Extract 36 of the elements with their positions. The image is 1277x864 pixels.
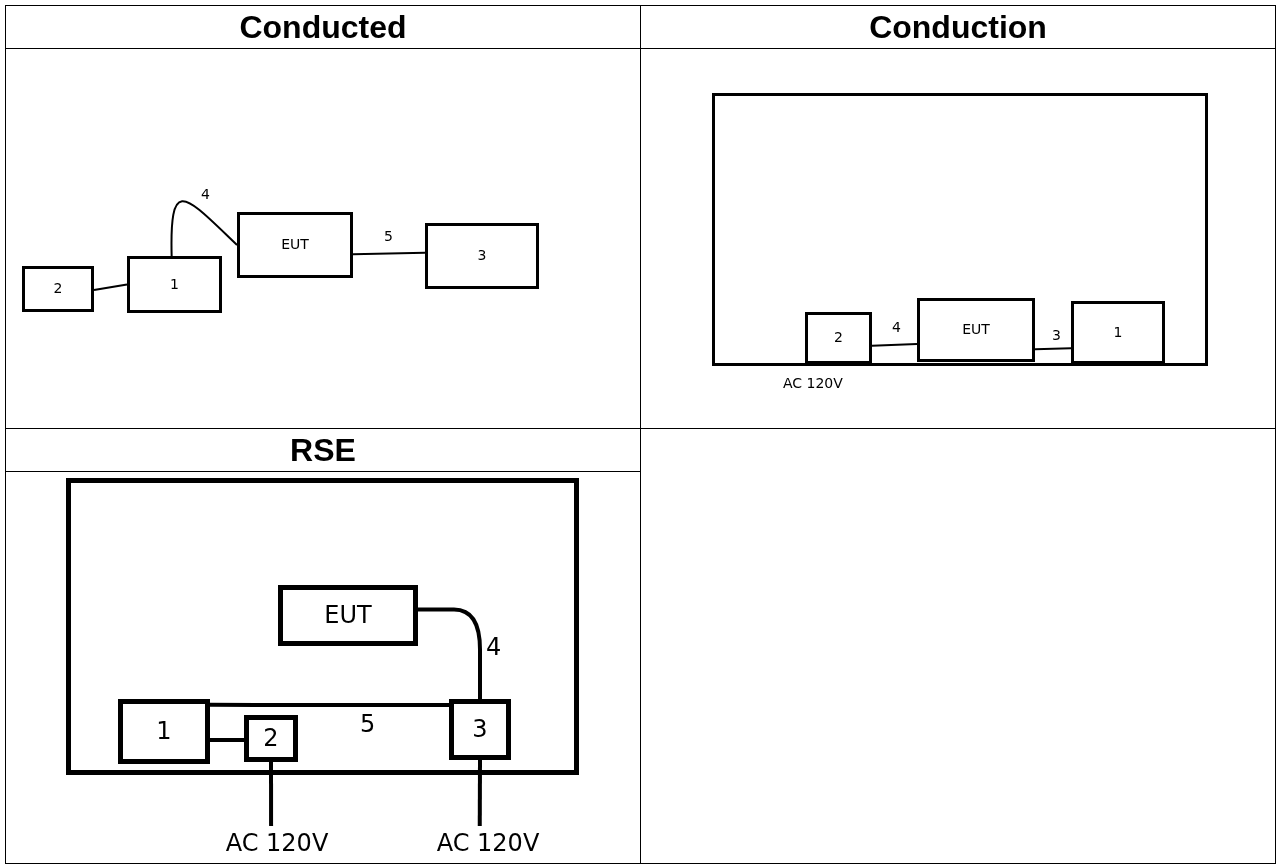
cable-line bbox=[1034, 347, 1072, 351]
equipment-box: 1 bbox=[1071, 301, 1165, 364]
cable-line bbox=[418, 607, 482, 699]
edge-label: 4 bbox=[199, 187, 212, 201]
enclosure-outline bbox=[712, 93, 1208, 366]
setup-panel bbox=[5, 5, 641, 429]
cable-line bbox=[352, 251, 426, 256]
equipment-box: 2 bbox=[805, 312, 872, 364]
edge-label: 3 bbox=[1050, 328, 1063, 342]
edge-label: 5 bbox=[382, 229, 395, 243]
setup-panel bbox=[5, 428, 641, 864]
setup-panel bbox=[640, 5, 1276, 429]
equipment-box: 2 bbox=[244, 715, 298, 762]
power-label: AC 120V bbox=[429, 826, 547, 860]
equipment-box: EUT bbox=[237, 212, 353, 278]
cable-line bbox=[93, 283, 128, 291]
panel-heading: Conduction bbox=[869, 8, 1047, 46]
cable-line bbox=[871, 343, 918, 347]
equipment-box: 1 bbox=[127, 256, 222, 313]
equipment-box: 1 bbox=[118, 699, 210, 764]
cable-line bbox=[210, 737, 244, 742]
panel-heading: Conducted bbox=[239, 8, 407, 46]
equipment-box: EUT bbox=[917, 298, 1035, 362]
equipment-box: 3 bbox=[449, 699, 511, 760]
equipment-box: 2 bbox=[22, 266, 94, 312]
equipment-box: 3 bbox=[425, 223, 539, 289]
power-label: AC 120V bbox=[783, 376, 843, 390]
enclosure-outline bbox=[66, 478, 579, 775]
equipment-box: EUT bbox=[278, 585, 418, 646]
cable-line bbox=[170, 200, 238, 257]
cable-line bbox=[477, 760, 482, 826]
panel-heading: RSE bbox=[290, 431, 356, 469]
cable-line bbox=[210, 702, 449, 708]
edge-label: 4 bbox=[890, 320, 903, 334]
cable-line bbox=[269, 762, 274, 826]
power-label: AC 120V bbox=[218, 826, 336, 860]
